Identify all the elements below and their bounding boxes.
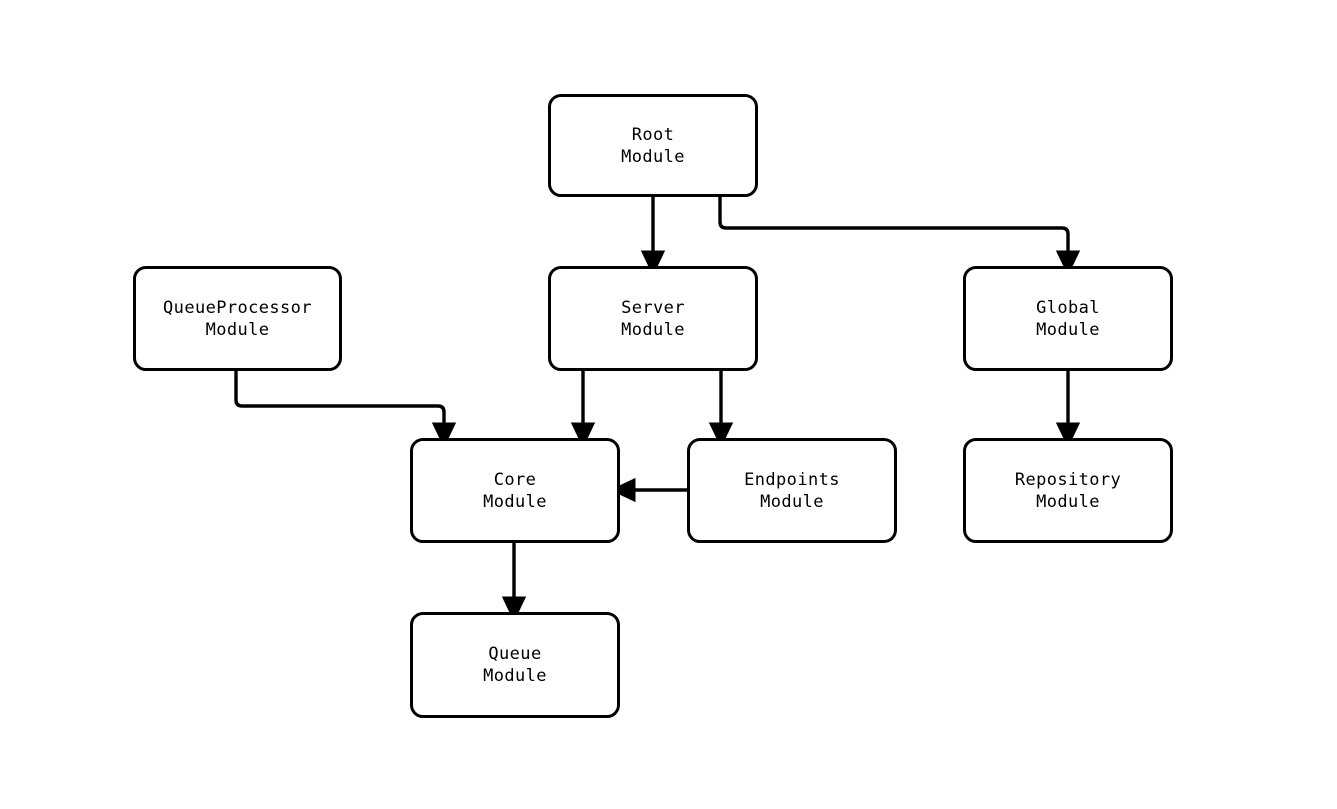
node-subtitle: Module xyxy=(1036,319,1100,340)
node-server-module[interactable]: Server Module xyxy=(548,266,758,371)
node-subtitle: Module xyxy=(760,491,824,512)
node-title: Repository xyxy=(1014,469,1122,490)
node-queueprocessor-module[interactable]: QueueProcessor Module xyxy=(133,266,342,371)
node-title: QueueProcessor xyxy=(163,297,312,318)
node-endpoints-module[interactable]: Endpoints Module xyxy=(687,438,897,543)
node-core-module[interactable]: Core Module xyxy=(410,438,620,543)
node-queue-module[interactable]: Queue Module xyxy=(410,612,620,718)
node-subtitle: Module xyxy=(1036,491,1100,512)
node-repository-module[interactable]: Repository Module xyxy=(963,438,1173,543)
node-root-module[interactable]: Root Module xyxy=(548,94,758,197)
edge-queueprocessor-to-core xyxy=(234,371,457,449)
node-subtitle: Module xyxy=(205,319,270,340)
node-subtitle: Module xyxy=(621,319,685,340)
node-title: Core xyxy=(493,469,537,490)
node-subtitle: Module xyxy=(483,491,547,512)
node-subtitle: Module xyxy=(621,146,685,167)
node-title: Global xyxy=(1036,297,1100,318)
edge-root-to-global xyxy=(718,197,1081,277)
node-title: Root xyxy=(631,124,675,145)
node-title: Endpoints xyxy=(744,469,840,490)
node-subtitle: Module xyxy=(483,666,547,686)
node-global-module[interactable]: Global Module xyxy=(963,266,1173,371)
node-title: Server xyxy=(621,297,685,318)
node-title: Queue xyxy=(488,644,542,664)
